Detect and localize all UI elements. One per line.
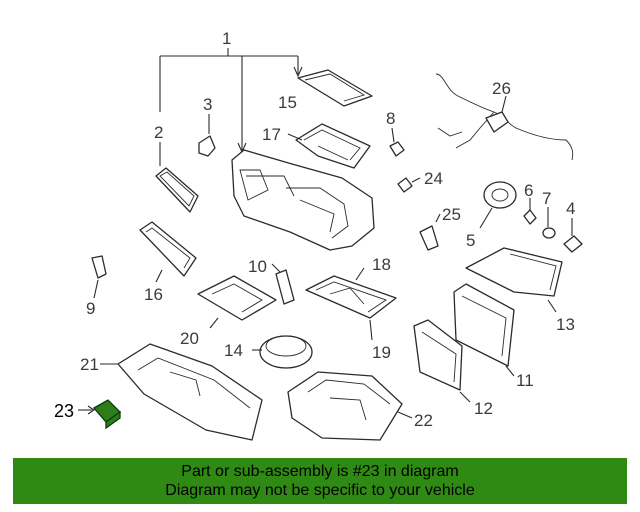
part-5-actuator: [479, 181, 517, 229]
part-4-bracket: [563, 218, 583, 253]
banner-line-part: Part or sub-assembly is #23 in diagram: [181, 463, 459, 480]
part-6-clip: [523, 198, 537, 225]
part-18-evaporator: [305, 267, 397, 341]
part-12-evaporator: [413, 319, 471, 403]
callout-20: 20: [180, 329, 199, 348]
part-16-filter: [139, 221, 197, 283]
part-20-duct: [197, 275, 277, 329]
callout-5: 5: [466, 231, 475, 250]
callout-6: 6: [524, 181, 533, 200]
part-11-heater-core: [453, 283, 515, 377]
part-13-heater-core: [465, 247, 563, 313]
part-17-mode-door: [287, 123, 371, 169]
callout-4: 4: [566, 199, 575, 218]
part-24-sensor: [397, 177, 421, 193]
callout-3: 3: [203, 95, 212, 114]
callout-10: 10: [248, 257, 267, 276]
callout-8: 8: [386, 109, 395, 128]
callout-12: 12: [474, 399, 493, 418]
part-9-sensor: [91, 255, 107, 299]
part-1-heater-case: [231, 149, 375, 251]
callout-17: 17: [262, 125, 281, 144]
part-8-clip: [389, 127, 405, 157]
part-3-bracket: [198, 114, 216, 157]
callout-25: 25: [442, 205, 461, 224]
callout-7: 7: [542, 189, 551, 208]
part-2-filter-frame: [155, 142, 199, 213]
part-23-highlighted: [78, 399, 122, 430]
callout-26: 26: [492, 79, 511, 98]
part-21-lower-case: [100, 343, 263, 441]
part-7-grommet: [542, 207, 556, 239]
callout-16: 16: [144, 285, 163, 304]
callout-11: 11: [516, 371, 534, 390]
callout-13: 13: [556, 315, 575, 334]
callout-1: 1: [222, 29, 231, 48]
callout-19: 19: [372, 343, 391, 362]
callout-9: 9: [86, 299, 95, 318]
part-22-lower-case: [287, 371, 413, 441]
callout-24: 24: [424, 169, 443, 188]
callout-14: 14: [224, 341, 243, 360]
part-26-wire-harness: [435, 73, 574, 161]
part-10-clip: [271, 263, 295, 305]
part-25-hose: [419, 213, 441, 251]
callout-21: 21: [80, 355, 99, 374]
callout-18: 18: [372, 255, 391, 274]
callout-22: 22: [414, 411, 433, 430]
info-banner: Part or sub-assembly is #23 in diagram D…: [13, 458, 627, 504]
callout-15: 15: [278, 93, 297, 112]
part-15-top-duct: [297, 69, 373, 107]
callout-2: 2: [154, 123, 163, 142]
callout-23: 23: [54, 401, 74, 421]
part-14-blower-motor: [252, 335, 313, 369]
banner-line-disclaimer: Diagram may not be specific to your vehi…: [165, 482, 475, 499]
